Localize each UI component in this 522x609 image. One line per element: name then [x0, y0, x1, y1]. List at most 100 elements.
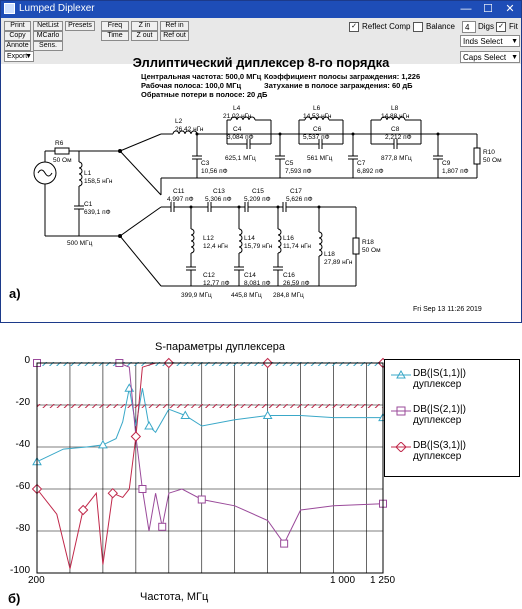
- x-tick: 1 000: [330, 575, 356, 586]
- l6-name: L6: [313, 105, 321, 112]
- f445-label: 445,8 МГц: [231, 292, 262, 299]
- zout-button[interactable]: Z out: [131, 31, 158, 41]
- data-point-series-2: [158, 522, 167, 531]
- maximize-button[interactable]: ☐: [483, 3, 493, 15]
- chevron-down-icon: ▼: [511, 54, 518, 61]
- netlist-button[interactable]: NetList: [33, 21, 63, 31]
- reflect-comp-checkbox[interactable]: ✓Reflect Comp: [349, 22, 410, 32]
- inductor-l2: [172, 130, 198, 135]
- c8-name: C8: [391, 126, 400, 133]
- l4-value: 21,02 нГн: [223, 113, 252, 120]
- balance-checkbox[interactable]: Balance: [413, 22, 455, 32]
- l2-name: L2: [175, 118, 183, 125]
- c13-name: C13: [213, 188, 225, 195]
- sens-button[interactable]: Sens.: [33, 41, 63, 51]
- chevron-down-icon: ▼: [25, 53, 32, 60]
- c12-value: 12,77 пФ: [203, 280, 230, 287]
- c8-value: 2,212 пФ: [385, 134, 412, 141]
- data-point-series-3: [107, 487, 118, 499]
- x-tick: 1 250: [370, 575, 396, 586]
- minimize-button[interactable]: —: [460, 3, 472, 15]
- digs-input[interactable]: 4: [462, 21, 476, 33]
- series-line-1: [36, 388, 383, 463]
- window-title: Lumped Diplexer: [19, 3, 95, 14]
- presets-button[interactable]: Presets: [65, 21, 95, 31]
- export-select[interactable]: Export▼: [4, 51, 34, 62]
- l6-value: 14,53 нГн: [303, 113, 332, 120]
- y-tick: -40: [15, 439, 30, 450]
- print-button[interactable]: Print: [4, 21, 31, 31]
- fit-checkbox[interactable]: ✓Fit: [496, 22, 518, 32]
- inductor-l8: [380, 116, 406, 121]
- inds-select[interactable]: Inds Select▼: [460, 35, 520, 47]
- c15-value: 5,209 пФ: [244, 196, 271, 203]
- refin-button[interactable]: Ref in: [160, 21, 189, 31]
- caps-select[interactable]: Caps Select▼: [460, 51, 520, 63]
- series-line-3: [36, 362, 383, 569]
- time-button[interactable]: Time: [101, 31, 129, 41]
- triangle-marker-icon: [391, 370, 411, 379]
- data-point-series-1: [124, 383, 135, 392]
- c17-name: C17: [290, 188, 302, 195]
- y-tick: -80: [15, 523, 30, 534]
- resistor-r18: [352, 237, 360, 255]
- c3-value: 10,56 пФ: [201, 168, 228, 175]
- f399-label: 399,9 МГц: [181, 292, 212, 299]
- stopband-attenuation: Затухание в полосе заграждения: 60 дБ: [264, 81, 413, 90]
- data-point-series-1: [98, 439, 108, 449]
- c6-name: C6: [313, 126, 322, 133]
- l8-value: 14,88 нГн: [381, 113, 410, 120]
- y-tick: -20: [15, 397, 30, 408]
- c13-value: 5,306 пФ: [205, 196, 232, 203]
- c7-name: C7: [357, 160, 366, 167]
- zin-button[interactable]: Z in: [131, 21, 158, 31]
- balance-label: Balance: [426, 22, 455, 32]
- series-line-2: [37, 362, 384, 545]
- panel-label-a: а): [9, 286, 21, 301]
- data-point-series-3: [77, 504, 89, 516]
- app-icon: [4, 3, 15, 14]
- mcarlo-button[interactable]: MCarlo: [33, 31, 63, 41]
- chart-legend: DB(|S(1,1)|) дуплексер DB(|S(2,1)|) дупл…: [384, 359, 520, 477]
- inductor-l16: [277, 228, 282, 254]
- c9-value: 1,807 пФ: [442, 168, 469, 175]
- l12-value: 12,4 нГн: [203, 243, 228, 250]
- c1-value: 639,1 пФ: [84, 209, 111, 216]
- c9-name: C9: [442, 160, 451, 167]
- resistor-r6: [54, 147, 70, 155]
- schematic-area: Эллиптический диплексер 8-го порядка Цен…: [1, 55, 521, 322]
- c11-name: C11: [173, 188, 185, 195]
- l14-name: L14: [244, 235, 255, 242]
- l18-value: 27,89 нГн: [324, 259, 353, 266]
- f561-label: 561 МГц: [307, 155, 333, 162]
- diamond-marker-icon: [391, 442, 411, 452]
- c4-name: C4: [233, 126, 242, 133]
- reflect-comp-label: Reflect Comp: [362, 22, 411, 32]
- inductor-l4: [230, 116, 256, 121]
- check-icon: ✓: [349, 22, 359, 32]
- data-point-series-1: [180, 410, 191, 419]
- c11-value: 4,997 пФ: [167, 196, 194, 203]
- data-point-series-2: [138, 485, 147, 493]
- l16-name: L16: [283, 235, 294, 242]
- close-button[interactable]: ✕: [505, 3, 515, 15]
- stopband-coefficient: Коэффициент полосы заграждения: 1,226: [264, 72, 421, 81]
- r18-name: R18: [362, 239, 374, 246]
- copy-button[interactable]: Copy: [4, 31, 31, 41]
- chart-panel: S-параметры дуплексера 0 -20 -40 -60 -80…: [0, 323, 522, 609]
- panel-label-b: б): [8, 591, 21, 606]
- spec-band-s11: [37, 362, 383, 366]
- c1-name: C1: [84, 201, 93, 208]
- inductor-l6: [304, 116, 330, 121]
- c14-name: C14: [244, 272, 256, 279]
- inductor-l14: [238, 228, 243, 254]
- chart-title: S-параметры дуплексера: [155, 341, 285, 353]
- c5-name: C5: [285, 160, 294, 167]
- refout-button[interactable]: Ref out: [160, 31, 189, 41]
- y-tick: -100: [9, 565, 30, 576]
- freq-button[interactable]: Freq: [101, 21, 129, 31]
- y-tick: 0: [24, 355, 30, 366]
- c17-value: 5,626 пФ: [286, 196, 313, 203]
- annote-button[interactable]: Annote: [4, 41, 31, 51]
- chevron-down-icon: ▼: [511, 38, 518, 45]
